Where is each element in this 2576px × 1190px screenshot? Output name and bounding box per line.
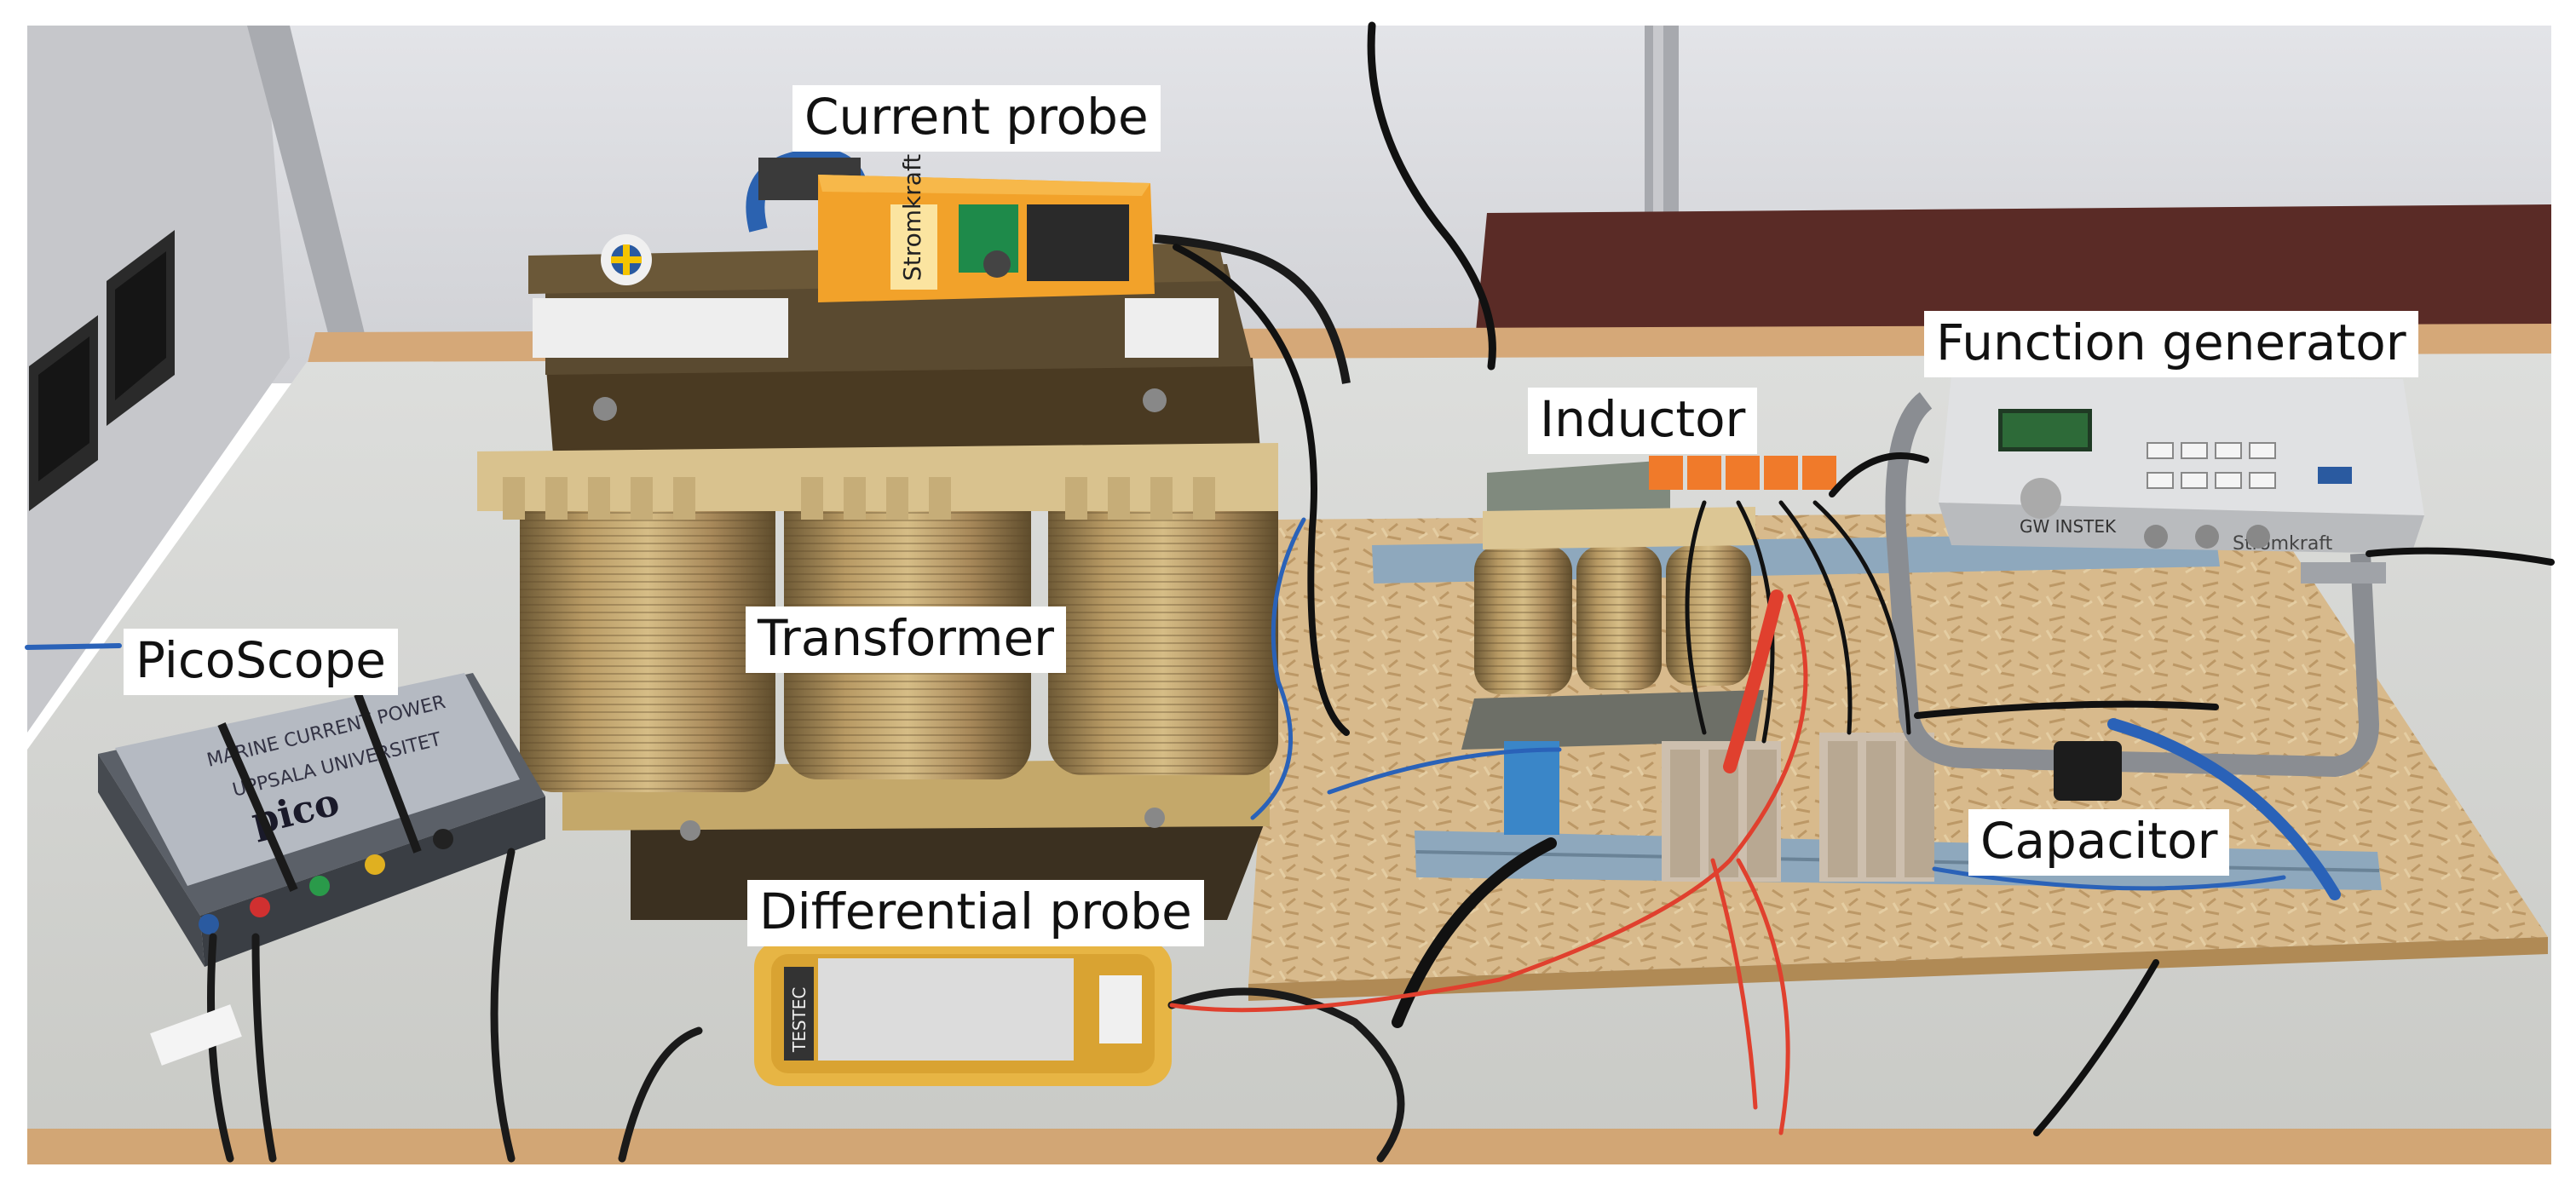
cables: [25, 21, 2555, 1163]
transformer: [477, 234, 1278, 920]
function-generator: GW INSTEK Stromkraft: [1885, 375, 2424, 778]
probe-clip: [2054, 741, 2122, 801]
label-picoscope: PicoScope: [124, 629, 398, 695]
label-capacitor: Capacitor: [1968, 809, 2230, 876]
label-inductor: Inductor: [1528, 388, 1758, 454]
label-differential-probe: Differential probe: [747, 880, 1204, 946]
inductor: [1461, 456, 1836, 750]
differential-probe: TESTEC: [754, 941, 1172, 1086]
label-function-generator: Function generator: [1924, 311, 2418, 377]
diff-probe-brand-text: TESTEC: [789, 987, 810, 1053]
fgen-brand-text: GW INSTEK: [2020, 516, 2117, 537]
current-probe: Stromkraft: [746, 147, 1351, 384]
clamp-brand-text: Stromkraft: [898, 154, 926, 281]
capacitor-terminals: [1504, 733, 1934, 882]
picoscope: MARINE CURRENT POWER UPPSALA UNIVERSITET…: [98, 673, 545, 967]
label-current-probe: Current probe: [792, 85, 1161, 152]
inductor-terminal-block: [1649, 456, 1836, 490]
wall-socket: [29, 230, 175, 511]
label-transformer: Transformer: [746, 606, 1067, 673]
